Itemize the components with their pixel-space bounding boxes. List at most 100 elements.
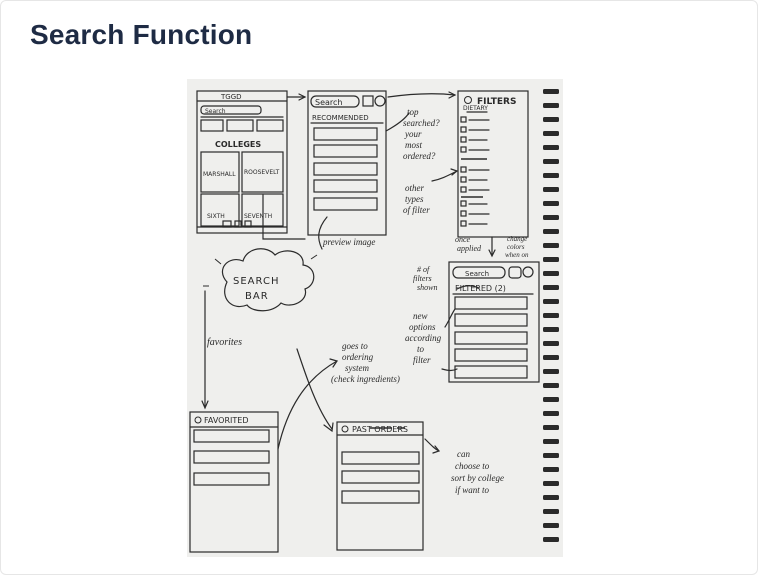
svg-text:colors: colors [507,243,525,251]
spiral-coil [543,369,559,374]
dietary-heading: DIETARY [463,105,488,112]
svg-text:of filter: of filter [403,205,430,215]
college-marshall: MARSHALL [203,171,236,178]
spiral-coil [543,173,559,178]
svg-text:top: top [407,107,419,117]
scribble-fills [370,158,487,429]
filtered-screen-sketch [448,261,540,383]
search-bar-cloud [221,248,315,312]
home-search-label: Search [205,108,226,115]
svg-text:options: options [409,322,436,332]
note-sort-college: can choose to sort by college if want to [451,449,504,495]
spiral-coil [543,159,559,164]
filters-title: FILTERS [477,97,516,107]
spiral-coil [543,271,559,276]
spiral-coil [543,145,559,150]
note-favorites: favorites [207,337,242,348]
svg-text:once: once [455,235,471,244]
spiral-coil [543,509,559,514]
note-once-applied: once applied [455,235,482,253]
wireframe-sketch: TGGD Search COLLEGES MARSHALL ROOSEVELT … [187,79,563,557]
recommended-heading: RECOMMENDED [312,114,369,122]
spiral-coil [543,425,559,430]
svg-text:other: other [405,183,424,193]
spiral-coil [543,327,559,332]
filters-back-icon [464,96,472,104]
spiral-coil [543,243,559,248]
svg-text:applied: applied [457,244,482,253]
spiral-binding [543,89,559,542]
svg-text:filters: filters [413,274,432,283]
spiral-coil [543,313,559,318]
note-num-filters: # of filters shown [413,265,437,292]
favorited-title: FAVORITED [204,416,248,425]
spiral-coil [543,215,559,220]
past-orders-screen-sketch [336,421,424,551]
spiral-coil [543,495,559,500]
svg-text:according: according [405,333,442,343]
sketch-paper [187,79,563,557]
favorited-screen-sketch [189,411,279,553]
note-ordering: goes to ordering system (check ingredien… [331,341,400,384]
past-orders-title: PAST ORDERS [352,425,408,434]
svg-text:types: types [405,194,424,204]
spiral-coil [543,523,559,528]
svg-text:shown: shown [417,283,437,292]
svg-text:(check ingredients): (check ingredients) [331,374,400,384]
svg-text:# of: # of [417,265,431,274]
spiral-coil [543,481,559,486]
svg-text:change: change [507,235,527,243]
spiral-coil [543,229,559,234]
college-sixth: SIXTH [207,213,225,220]
past-orders-back-icon [341,425,349,433]
search-screen-sketch [307,90,387,236]
svg-text:most: most [405,140,423,150]
spiral-coil [543,467,559,472]
spiral-coil [543,397,559,402]
note-other-types: other types of filter [403,183,430,215]
filtered-search: Search [465,270,489,278]
svg-text:goes to: goes to [342,341,368,351]
svg-text:sort by college: sort by college [451,473,504,483]
svg-text:new: new [413,311,428,321]
svg-text:choose to: choose to [455,461,490,471]
svg-text:when on: when on [505,251,529,259]
spiral-coil [543,383,559,388]
college-roosevelt: ROOSEVELT [244,169,280,176]
spiral-coil [543,187,559,192]
svg-text:your: your [404,129,422,139]
spiral-coil [543,299,559,304]
spiral-coil [543,257,559,262]
spiral-coil [543,117,559,122]
note-change-colors: change colors when on [505,235,529,259]
search-bar-label-line1: SEARCH [233,276,279,287]
svg-text:filter: filter [413,355,431,365]
svg-text:searched?: searched? [403,118,440,128]
svg-text:ordered?: ordered? [403,151,436,161]
spiral-coil [543,341,559,346]
filtered-heading: FILTERED (2) [455,284,506,293]
svg-text:system: system [345,363,369,373]
svg-text:to: to [417,344,425,354]
home-title: TGGD [220,93,242,101]
note-new-options: new options according to filter [405,311,442,365]
spiral-coil [543,453,559,458]
search-bar-label-line2: BAR [245,291,269,302]
search-screen-search: Search [315,98,342,107]
page-title: Search Function [30,19,253,50]
filters-screen-sketch [457,90,529,238]
svg-text:if want to: if want to [455,485,490,495]
svg-text:can: can [457,449,470,459]
spiral-coil [543,439,559,444]
colleges-heading: COLLEGES [215,140,261,149]
spiral-coil [543,103,559,108]
spiral-coil [543,89,559,94]
favorited-back-icon [194,416,202,424]
spiral-coil [543,355,559,360]
svg-text:ordering: ordering [342,352,374,362]
spiral-coil [543,285,559,290]
spiral-coil [543,411,559,416]
spiral-coil [543,537,559,542]
spiral-coil [543,201,559,206]
